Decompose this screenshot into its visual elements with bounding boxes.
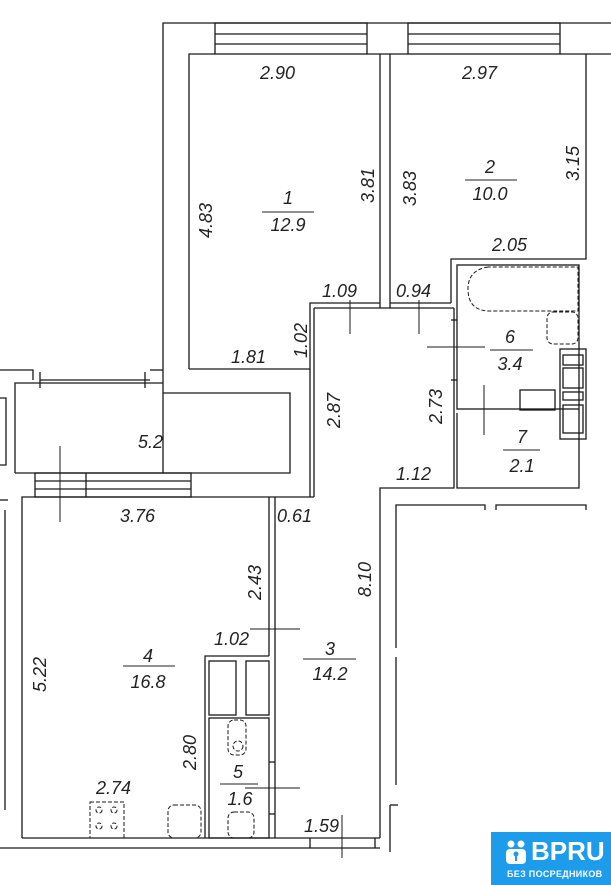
room-5: 51.6 [220,762,258,809]
room-number: 3 [325,639,335,659]
dimension-labels: 2.90 2.97 4.83 3.81 3.83 3.15 2.05 1.09 … [30,63,583,836]
dim: 1.02 [214,629,249,649]
room-number: 7 [517,427,528,447]
dim: 2.97 [461,63,498,83]
dim: 3.81 [358,168,378,203]
room-area: 2.1 [508,456,534,476]
dim: 3.76 [120,506,156,526]
dim: 2.05 [491,235,528,255]
dim: 5.22 [30,657,50,692]
fixtures [89,266,579,839]
leader-lines [59,300,485,858]
dim: 4.83 [196,203,216,238]
toilet-icon [227,719,247,756]
bathtub-icon [467,266,579,312]
room-area: 14.2 [312,664,347,684]
room-4: 416.8 [123,646,175,692]
dim: 0.61 [277,506,312,526]
room-number: 4 [143,646,153,666]
room-area: 16.8 [130,672,165,692]
dim: 2.74 [95,778,131,798]
room-number: 2 [484,157,495,177]
room-labels: 112.9 210.0 314.2 416.8 51.6 63.4 72.1 [123,157,540,809]
sink-icon [546,311,579,345]
dim: 1.12 [396,464,431,484]
room-2: 210.0 [465,157,517,204]
room-area: 12.9 [270,215,305,235]
dim: 1.02 [291,323,311,358]
dim: 2.80 [180,735,200,771]
bpru-logo: BPRU БЕЗ ПОСРЕДНИКОВ [491,832,611,885]
dim: 3.83 [400,171,420,206]
balcony-area: 5.2 [138,432,163,452]
dim: 8.10 [355,562,375,597]
dim: 2.87 [324,392,344,429]
room-area: 10.0 [472,184,507,204]
window [214,22,368,55]
shaft [559,348,587,440]
dim: 0.94 [396,281,431,301]
dim: 1.59 [304,816,339,836]
washbasin-icon [227,811,255,839]
dim: 2.73 [426,389,446,425]
room-number: 1 [283,188,293,208]
room-6: 63.4 [490,327,533,374]
room-number: 5 [233,762,244,782]
kitchen-sink-icon [167,804,202,839]
dim: 3.15 [563,145,583,181]
room-number: 6 [505,327,516,347]
dim: 1.81 [231,347,266,367]
logo-brand: BPRU [531,836,605,866]
room-area: 3.4 [497,354,522,374]
stove-icon [89,801,125,839]
window [407,22,561,55]
dim: 1.09 [322,281,357,301]
dim: 2.43 [245,565,265,601]
logo-tagline: БЕЗ ПОСРЕДНИКОВ [507,869,603,879]
walls [0,22,611,852]
room-7: 72.1 [503,427,540,476]
people-key-icon [506,840,526,864]
room-1: 112.9 [262,188,314,235]
room-3: 314.2 [303,639,356,684]
dim: 2.90 [259,63,295,83]
window [34,472,192,498]
room-area: 1.6 [227,789,253,809]
